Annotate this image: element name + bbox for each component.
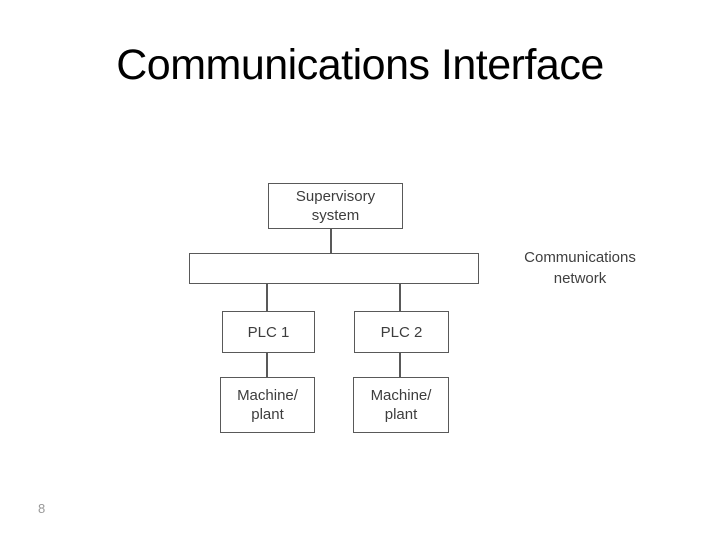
machine-plant-box-2: Machine/ plant [353,377,449,433]
plc1-box: PLC 1 [222,311,315,353]
machine-plant-box-1: Machine/ plant [220,377,315,433]
connector-bus-to-plc1 [266,283,268,312]
connector-plc1-to-machine1 [266,352,268,378]
connector-supervisory-to-bus [330,228,332,254]
supervisory-system-box: Supervisory system [268,183,403,229]
connector-bus-to-plc2 [399,283,401,312]
page-number: 8 [38,501,46,516]
plc2-box: PLC 2 [354,311,449,353]
slide-title: Communications Interface [116,41,604,89]
communications-network-bus-box [189,253,479,284]
communications-network-label: Communications network [524,249,636,287]
connector-plc2-to-machine2 [399,352,401,378]
